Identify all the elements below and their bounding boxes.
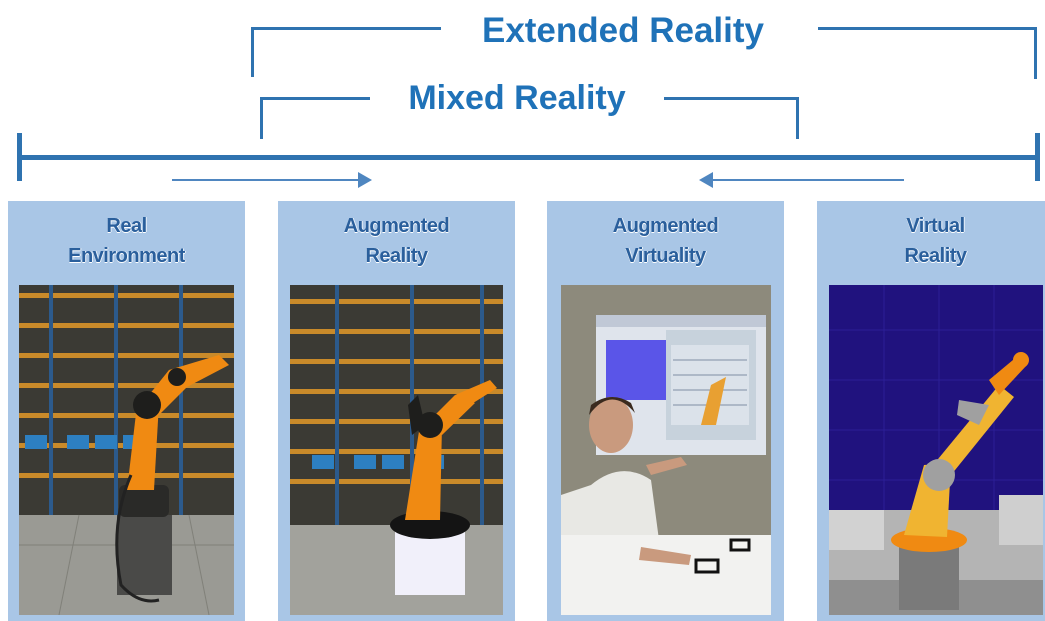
robot-warehouse-photo	[19, 285, 234, 615]
panel-virtual-reality: Virtual Reality	[817, 201, 1045, 621]
augmented-robot-photo	[290, 285, 503, 615]
extended-reality-label: Extended Reality	[450, 10, 796, 52]
panel-real-environment: Real Environment	[8, 201, 245, 621]
panel-title: Virtual Reality	[904, 215, 967, 267]
mixed-reality-label: Mixed Reality	[378, 78, 656, 118]
presenter-projection-photo	[561, 285, 771, 615]
panel-title: Augmented Virtuality	[612, 215, 719, 267]
panel-augmented-reality: Augmented Reality	[278, 201, 515, 621]
panel-title: Augmented Reality	[343, 215, 450, 267]
virtual-robot-render	[829, 285, 1043, 615]
panel-title: Real Environment	[68, 215, 185, 267]
panel-augmented-virtuality: Augmented Virtuality	[547, 201, 784, 621]
